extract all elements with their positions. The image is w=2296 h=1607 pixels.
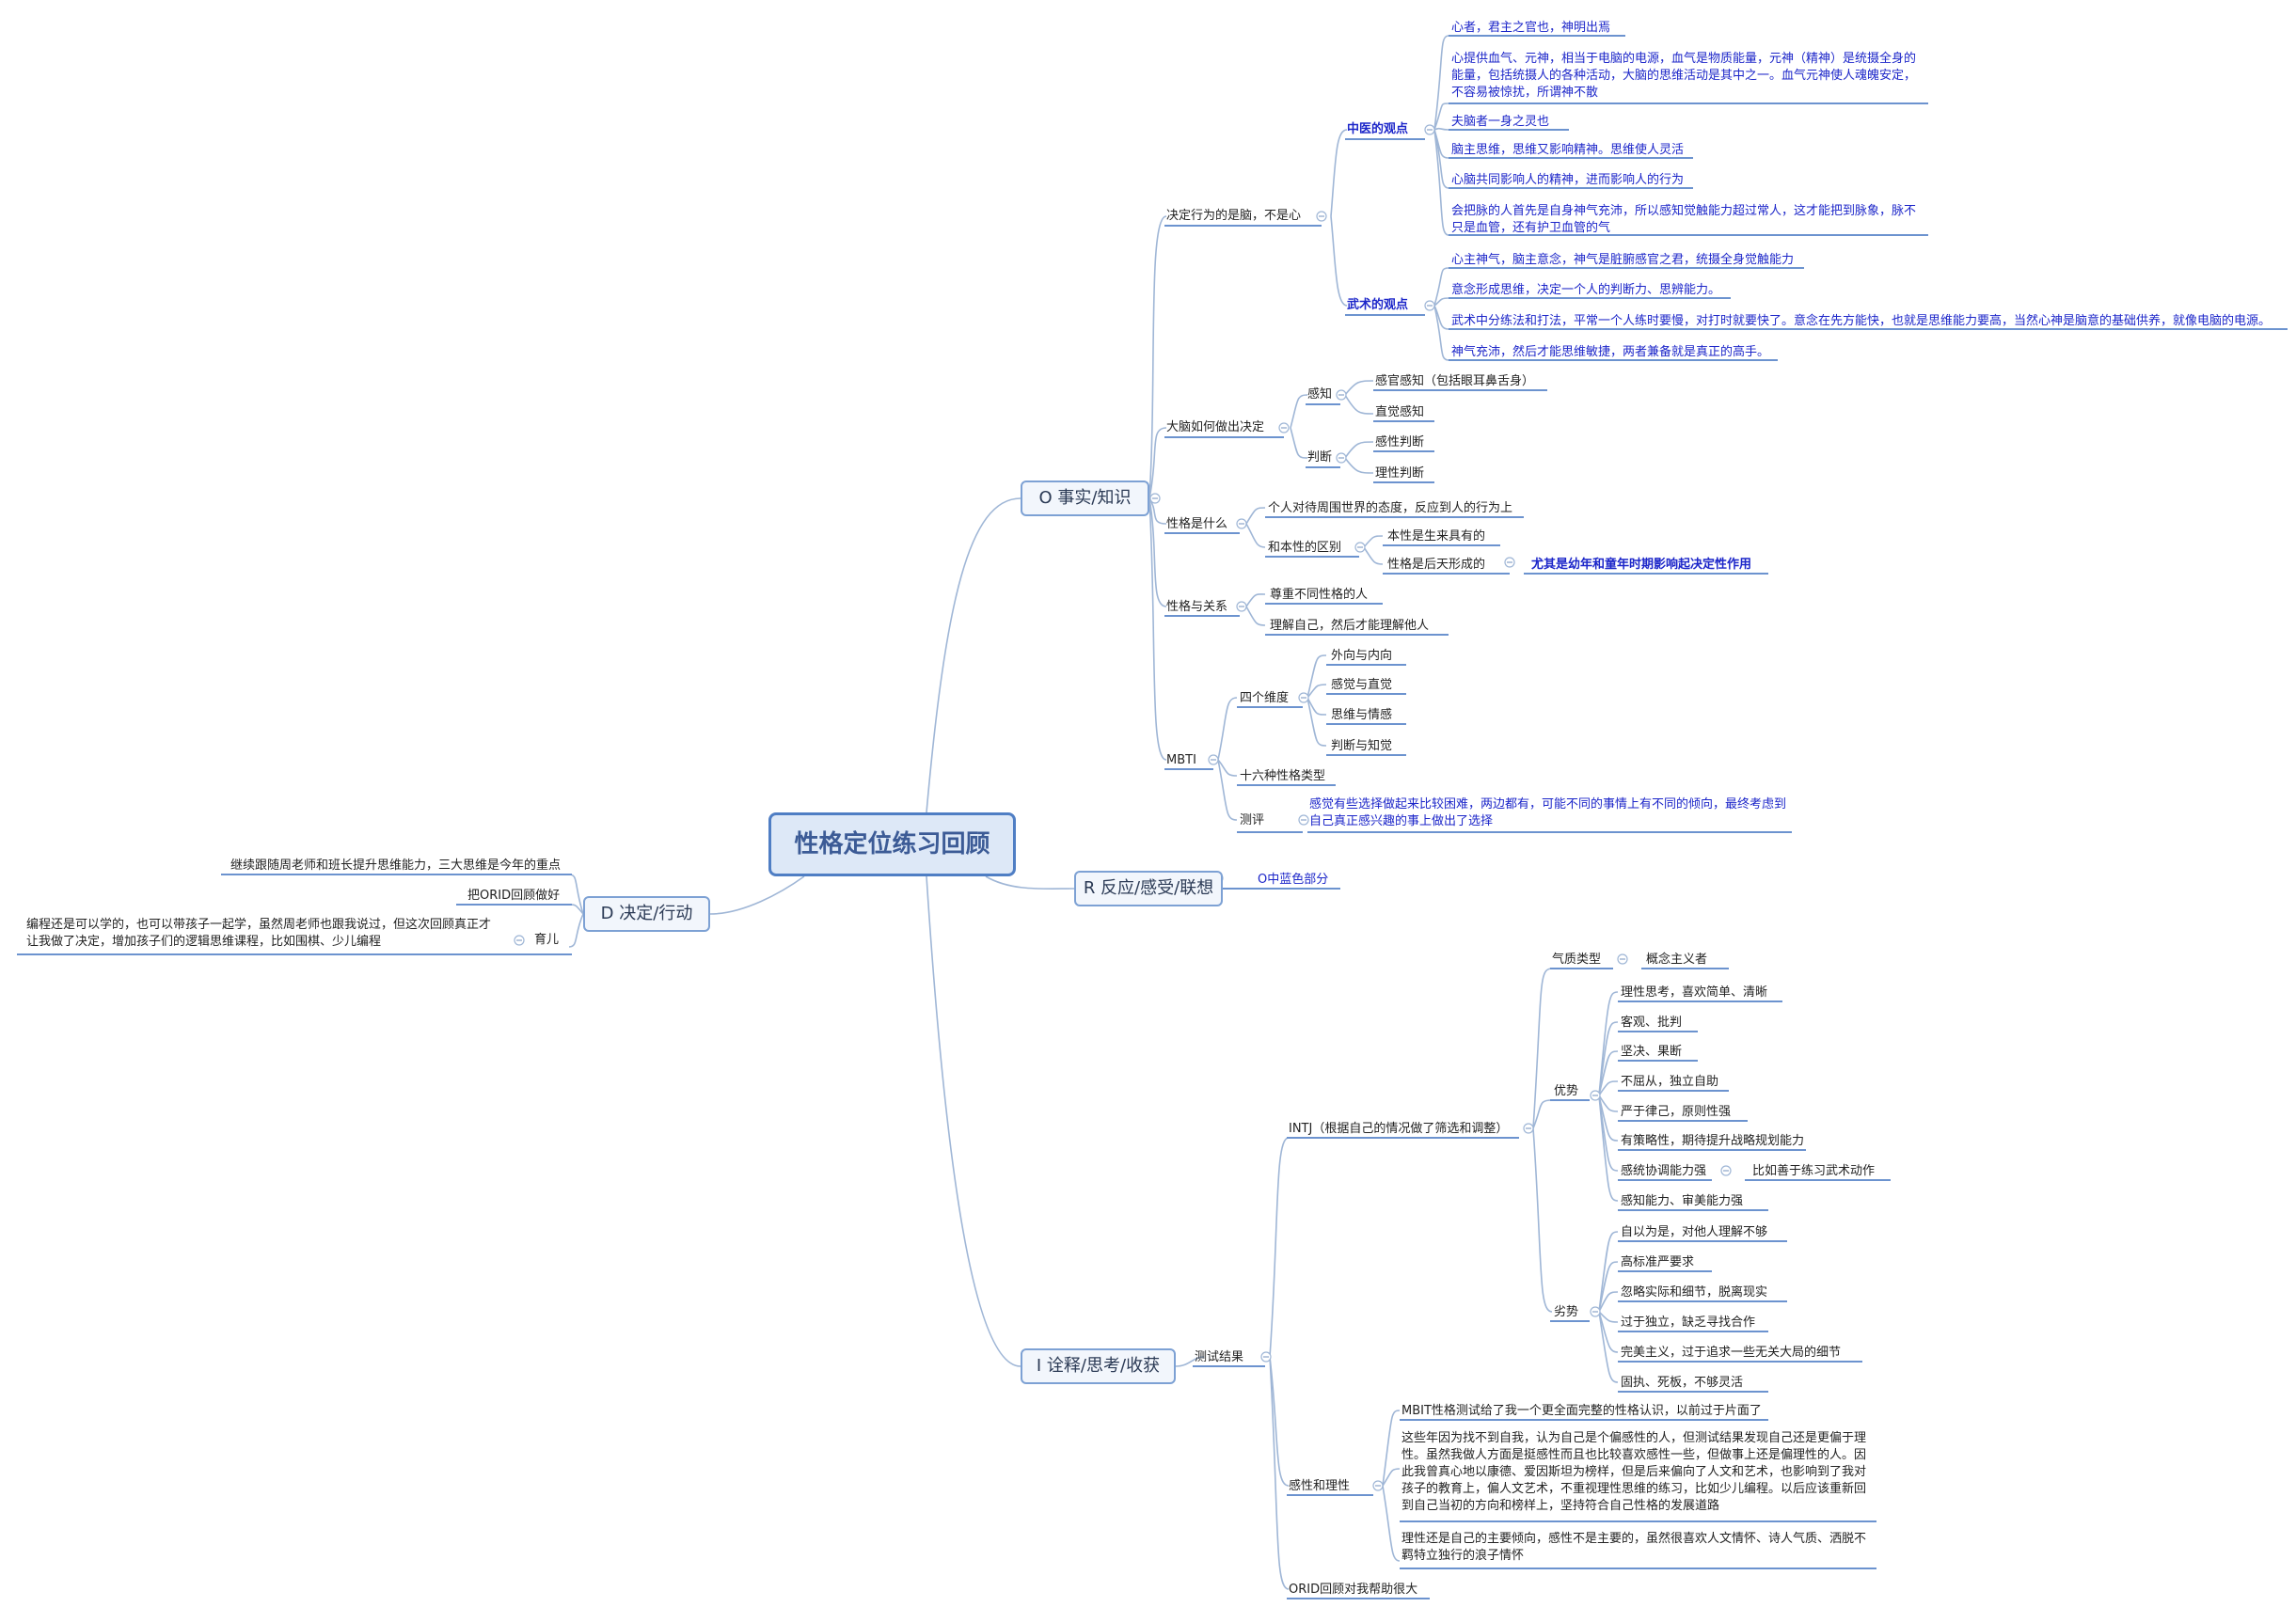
topic-parenting[interactable]: 育儿	[534, 933, 560, 947]
advantage-item[interactable]: 理性思考，喜欢简单、清晰	[1621, 985, 1768, 1000]
topic-nature-difference[interactable]: 和本性的区别	[1268, 541, 1342, 555]
collapse-toggle[interactable]	[1208, 754, 1219, 765]
acquired-note[interactable]: 尤其是幼年和童年时期影响起决定性作用	[1531, 558, 1752, 572]
topic-tcm-view[interactable]: 中医的观点	[1347, 122, 1409, 136]
collapse-toggle[interactable]	[1260, 1351, 1272, 1363]
advantage-item[interactable]: 严于律己，原则性强	[1621, 1105, 1732, 1119]
collapse-toggle[interactable]	[1720, 1165, 1732, 1176]
tcm-item[interactable]: 心脑共同影响人的精神，进而影响人的行为	[1451, 173, 1685, 187]
topic-temperament[interactable]: 气质类型	[1552, 953, 1602, 967]
judge-item[interactable]: 感性判断	[1375, 435, 1425, 449]
weakness-item[interactable]: 忽略实际和细节，脱离现实	[1621, 1285, 1768, 1300]
collapse-toggle[interactable]	[1617, 953, 1628, 965]
weakness-item[interactable]: 高标准严要求	[1621, 1255, 1695, 1269]
collapse-toggle[interactable]	[1590, 1306, 1601, 1317]
tcm-item[interactable]: 脑主思维，思维又影响精神。思维使人灵活	[1451, 143, 1685, 157]
collapse-toggle[interactable]	[1590, 1090, 1601, 1101]
collapse-toggle[interactable]	[1504, 557, 1515, 568]
acquired-item[interactable]: 性格是后天形成的	[1387, 558, 1486, 572]
r-note[interactable]: O中蓝色部分	[1258, 873, 1329, 887]
collapse-toggle[interactable]	[1523, 1123, 1534, 1134]
topic-weaknesses[interactable]: 劣势	[1554, 1305, 1579, 1319]
topic-personality-what[interactable]: 性格是什么	[1166, 517, 1228, 531]
action-item[interactable]: 把ORID回顾做好	[467, 889, 561, 903]
relation-item[interactable]: 尊重不同性格的人	[1270, 588, 1369, 602]
martial-item[interactable]: 意念形成思维，决定一个人的判断力、思辨能力。	[1451, 283, 1721, 297]
collapse-toggle[interactable]	[1149, 493, 1161, 504]
topic-brain-decision[interactable]: 大脑如何做出决定	[1166, 420, 1265, 434]
perceive-item[interactable]: 感官感知（包括眼耳鼻舌身）	[1375, 374, 1535, 388]
dimension-item[interactable]: 思维与情感	[1331, 708, 1393, 722]
topic-sense-reason[interactable]: 感性和理性	[1289, 1479, 1351, 1493]
topic-sixteen-types[interactable]: 十六种性格类型	[1240, 769, 1326, 783]
topic-decide-brain[interactable]: 决定行为的是脑，不是心	[1166, 209, 1302, 223]
topic-advantages[interactable]: 优势	[1554, 1084, 1579, 1098]
topic-mbti[interactable]: MBTI	[1166, 753, 1196, 767]
sense-item[interactable]: MBIT性格测试给了我一个更全面完整的性格认识，以前过于片面了	[1401, 1404, 1762, 1418]
relation-item[interactable]: 理解自己，然后才能理解他人	[1270, 619, 1430, 633]
collapse-toggle[interactable]	[1298, 692, 1309, 703]
topic-orid-helpful[interactable]: ORID回顾对我帮助很大	[1289, 1583, 1418, 1597]
collapse-toggle[interactable]	[1354, 542, 1366, 553]
sense-item[interactable]: 这些年因为找不到自我，认为自己是个偏感性的人，但测试结果发现自己还是更偏于理性。…	[1401, 1431, 1867, 1513]
personality-definition[interactable]: 个人对待周围世界的态度，反应到人的行为上	[1268, 501, 1513, 515]
dimension-item[interactable]: 判断与知觉	[1331, 739, 1393, 753]
weakness-item[interactable]: 自以为是，对他人理解不够	[1621, 1225, 1768, 1239]
collapse-toggle[interactable]	[1336, 452, 1347, 464]
branch-r-reactions[interactable]: R 反应/感受/联想	[1074, 871, 1223, 906]
collapse-toggle[interactable]	[1316, 211, 1327, 222]
topic-intj[interactable]: INTJ（根据自己的情况做了筛选和调整）	[1289, 1122, 1509, 1136]
nature-item[interactable]: 本性是生来具有的	[1387, 529, 1486, 544]
judge-item[interactable]: 理性判断	[1375, 466, 1425, 481]
collapse-toggle[interactable]	[1278, 422, 1290, 433]
weakness-item[interactable]: 完美主义，过于追求一些无关大局的细节	[1621, 1346, 1842, 1360]
dimension-item[interactable]: 外向与内向	[1331, 649, 1393, 663]
topic-review[interactable]: 测评	[1240, 813, 1265, 827]
topic-judge[interactable]: 判断	[1307, 450, 1333, 465]
topic-perceive[interactable]: 感知	[1307, 387, 1333, 402]
dimension-item[interactable]: 感觉与直觉	[1331, 678, 1393, 692]
topic-test-result[interactable]: 测试结果	[1195, 1350, 1244, 1364]
tcm-item[interactable]: 夫脑者一身之灵也	[1451, 115, 1550, 129]
collapse-toggle[interactable]	[1236, 601, 1247, 612]
topic-four-dimensions[interactable]: 四个维度	[1240, 691, 1290, 705]
branch-i-interpretation[interactable]: I 诠释/思考/收获	[1021, 1348, 1176, 1384]
collapse-toggle[interactable]	[1424, 300, 1435, 311]
collapse-toggle[interactable]	[1336, 389, 1347, 401]
tcm-item[interactable]: 心提供血气、元神，相当于电脑的电源，血气是物质能量，元神（精神）是统摄全身的能量…	[1451, 52, 1917, 100]
collapse-toggle[interactable]	[1298, 814, 1309, 826]
collapse-toggle[interactable]	[1236, 518, 1247, 529]
action-item[interactable]: 继续跟随周老师和班长提升思维能力，三大思维是今年的重点	[230, 859, 562, 873]
weakness-item[interactable]: 过于独立，缺乏寻找合作	[1621, 1316, 1756, 1330]
tcm-item[interactable]: 会把脉的人首先是自身神气充沛，所以感知觉触能力超过常人，这才能把到脉象，脉不只是…	[1451, 204, 1917, 235]
martial-item[interactable]: 武术中分练法和打法，平常一个人练时要慢，对打时就要快了。意念在先方能快，也就是思…	[1451, 314, 2272, 328]
advantage-item[interactable]: 客观、批判	[1621, 1016, 1683, 1030]
collapse-toggle[interactable]	[1372, 1480, 1384, 1491]
advantage-item[interactable]: 坚决、果断	[1621, 1045, 1683, 1059]
topic-relation[interactable]: 性格与关系	[1166, 600, 1228, 614]
branch-d-decisions[interactable]: D 决定/行动	[583, 896, 710, 932]
central-topic[interactable]: 性格定位练习回顾	[768, 812, 1016, 876]
collapse-toggle[interactable]	[1424, 124, 1435, 135]
advantage-item[interactable]: 感统协调能力强	[1621, 1164, 1707, 1178]
martial-item[interactable]: 神气充沛，然后才能思维敏捷，两者兼备就是真正的高手。	[1451, 345, 1770, 359]
branch-o-facts[interactable]: O 事实/知识	[1021, 481, 1149, 516]
topic-martial-view[interactable]: 武术的观点	[1347, 298, 1409, 312]
collapse-toggle[interactable]	[514, 935, 525, 946]
perceive-item[interactable]: 直觉感知	[1375, 405, 1425, 419]
parenting-text[interactable]: 编程还是可以学的，也可以带孩子一起学，虽然周老师也跟我说过，但这次回顾真正才让我…	[26, 918, 492, 949]
temperament-value[interactable]: 概念主义者	[1646, 953, 1708, 967]
advantage-item[interactable]: 有策略性，期待提升战略规划能力	[1621, 1134, 1805, 1148]
tcm-item[interactable]: 心者，君主之官也，神明出焉	[1451, 21, 1611, 35]
advantage-sub-item[interactable]: 比如善于练习武术动作	[1752, 1164, 1876, 1178]
advantage-item[interactable]: 感知能力、审美能力强	[1621, 1194, 1744, 1208]
martial-item[interactable]: 心主神气，脑主意念，神气是脏腑感官之君，统摄全身觉触能力	[1451, 253, 1795, 267]
weakness-item[interactable]: 固执、死板，不够灵活	[1621, 1376, 1744, 1390]
review-text[interactable]: 感觉有些选择做起来比较困难，两边都有，可能不同的事情上有不同的倾向，最终考虑到自…	[1309, 797, 1787, 828]
advantage-item[interactable]: 不屈从，独立自助	[1621, 1075, 1719, 1089]
sense-item[interactable]: 理性还是自己的主要倾向，感性不是主要的，虽然很喜欢人文情怀、诗人气质、洒脱不羁特…	[1401, 1532, 1867, 1563]
